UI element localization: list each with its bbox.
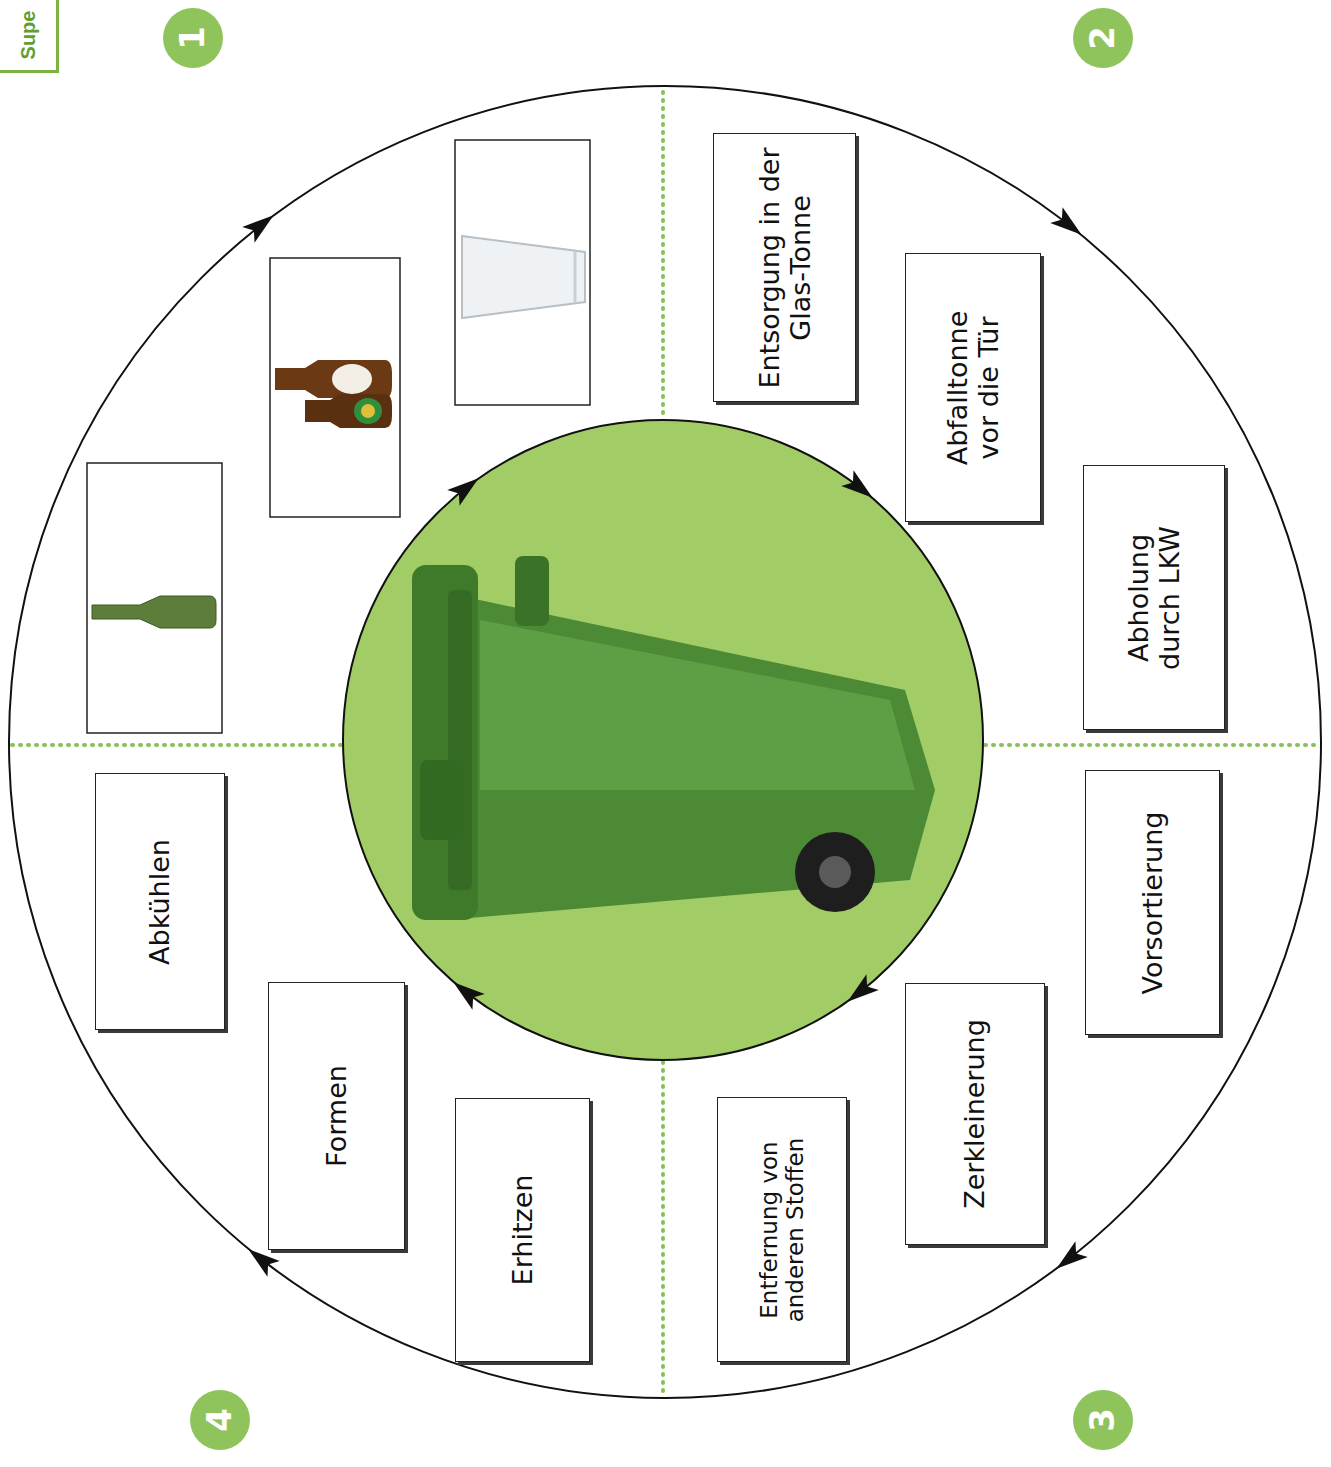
arrowhead (447, 470, 485, 505)
bin-handle (515, 556, 549, 626)
drinking-glass (462, 236, 585, 318)
divider-line (661, 1062, 665, 1396)
step-number: 1 (163, 8, 223, 68)
step-text: Abfalltonne vor die Tür (942, 288, 1004, 488)
divider-line (12, 743, 343, 747)
corner-tag: Supe (0, 0, 59, 73)
arrowhead (447, 974, 485, 1009)
cycle-arrowheads (242, 207, 1088, 1276)
step-text: Zerkleinerung (959, 992, 990, 1237)
process-box: Abholung durch LKW (1083, 465, 1225, 730)
callout-number: 2 (1083, 13, 1122, 63)
callout-number: 3 (1083, 1395, 1122, 1445)
arrowhead (1050, 1241, 1088, 1276)
callout-number: 1 (173, 13, 212, 63)
bottle-label (361, 404, 375, 418)
glass-base (574, 252, 577, 302)
step-text: Erhitzen (507, 1108, 538, 1353)
process-box: Entsorgung in der Glas-Tonne (713, 133, 856, 402)
bin-hub (819, 856, 851, 888)
divider-line (661, 92, 665, 420)
step-text: Vorsortierung (1137, 780, 1168, 1025)
step-number: 3 (1073, 1390, 1133, 1450)
process-box: Entfernung von anderen Stoffen (717, 1097, 847, 1362)
inner-cycle (343, 420, 983, 1060)
picture-frame (87, 463, 222, 733)
step-text: Abkühlen (144, 782, 175, 1022)
corner-label: Supe (17, 0, 40, 71)
process-box: Zerkleinerung (905, 983, 1045, 1245)
bin-wheel (795, 832, 875, 912)
process-box: Abfalltonne vor die Tür (905, 253, 1041, 522)
outer-cycle (9, 86, 1321, 1398)
bin-highlight (480, 620, 915, 790)
arrowhead (242, 207, 280, 242)
arrowhead (841, 470, 879, 505)
step-number: 4 (190, 1390, 250, 1450)
quadrant-dividers (12, 92, 1320, 1396)
picture-frame (455, 140, 590, 405)
step-text: Entsorgung in der Glas-Tonne (753, 145, 815, 390)
bin-lid-rim (448, 590, 472, 890)
beer-bottle (275, 360, 392, 398)
picture-frame (270, 258, 400, 517)
process-box: Abkühlen (95, 773, 225, 1030)
wheelie-bin (412, 556, 935, 920)
bottle-label (332, 364, 372, 394)
bin-lid (412, 565, 478, 920)
picture-boxes (87, 140, 590, 733)
bin-body (470, 598, 935, 918)
green-bottle (92, 596, 216, 628)
arrowhead (841, 974, 879, 1009)
callout-number: 4 (200, 1395, 239, 1445)
bin-grip (420, 760, 464, 840)
process-box: Formen (268, 982, 405, 1250)
arrowhead (1050, 207, 1088, 242)
bottle-label (354, 398, 382, 424)
step-text: Entfernung von anderen Stoffen (756, 1127, 809, 1332)
divider-line (985, 743, 1320, 747)
step-text: Abholung durch LKW (1123, 505, 1185, 690)
step-number: 2 (1073, 8, 1133, 68)
process-box: Erhitzen (455, 1098, 590, 1362)
beer-bottle (305, 394, 392, 428)
step-text: Formen (321, 994, 352, 1239)
process-box: Vorsortierung (1085, 770, 1220, 1035)
